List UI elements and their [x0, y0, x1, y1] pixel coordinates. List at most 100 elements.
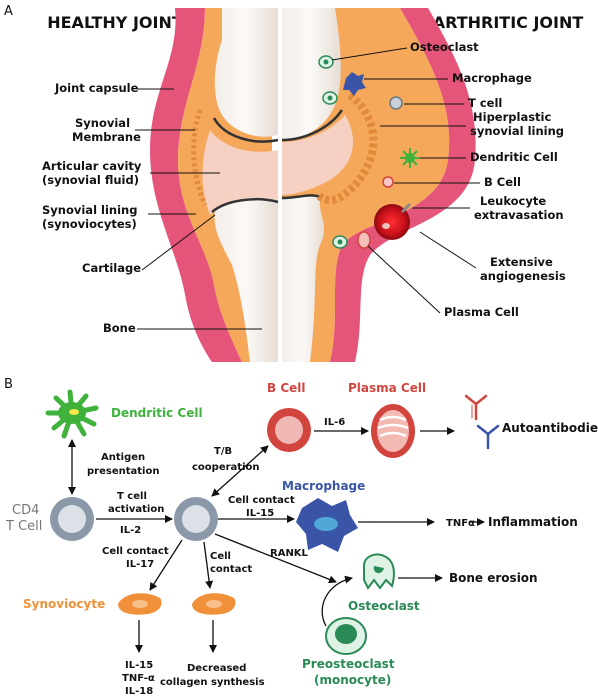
- dendritic-cell-icon: [45, 389, 99, 439]
- label-plasma-cell-b: Plasma Cell: [348, 381, 426, 395]
- plasma-cell-small: [357, 231, 371, 249]
- label-articular-cavity-2: (synovial fluid): [42, 173, 139, 187]
- synoviocyte-icon-a: [118, 593, 162, 615]
- label-preosteoclast-2: (monocyte): [314, 673, 391, 687]
- label-preosteoclast-1: Preosteoclast: [302, 657, 395, 671]
- leader-angiogenesis: [419, 231, 477, 269]
- label-activation-2: activation: [108, 504, 164, 515]
- label-macrophage: Macrophage: [452, 71, 532, 85]
- label-macrophage-b: Macrophage: [282, 479, 365, 493]
- cartilage-upper-left: [212, 117, 279, 143]
- arthritic-joint-title: ARTHRITIC JOINT: [433, 13, 584, 32]
- lower-bone-left: [214, 197, 278, 362]
- label-hyperplastic-1: Hiperplastic: [473, 110, 551, 124]
- osteoclast-cell-a: [318, 55, 334, 69]
- antibody-icon-blue: [476, 424, 500, 450]
- leader-osteoclast: [331, 47, 408, 61]
- t-cell-small: [389, 96, 403, 110]
- label-bone: Bone: [103, 321, 136, 335]
- leukocyte-small: [400, 202, 412, 214]
- label-antigen-2: presentation: [87, 466, 159, 477]
- osteoclast-cell-b: [322, 91, 338, 105]
- b-cell-small: [382, 176, 394, 188]
- label-contact-il15-2: IL-15: [246, 508, 274, 519]
- dendritic-cell-small: [400, 148, 420, 168]
- label-articular-cavity-1: Articular cavity: [42, 159, 142, 173]
- right-labels: Osteoclast Macrophage T cell Hiperplasti…: [331, 40, 566, 319]
- label-synovial-membrane-1: Synovial: [75, 116, 130, 130]
- label-synoviocyte: Synoviocyte: [23, 597, 105, 611]
- macrophage-cell: [343, 72, 366, 96]
- label-synovial-lining-1: Synovial lining: [42, 203, 137, 217]
- label-tb-2: cooperation: [192, 462, 260, 473]
- label-autoantibodies: Autoantibodies: [502, 421, 598, 435]
- panel-a-letter: A: [4, 4, 13, 19]
- leader-plasma-cell: [367, 245, 441, 314]
- label-dendritic-cell: Dendritic Cell: [470, 150, 558, 164]
- blood-vessel: [374, 204, 410, 240]
- label-osteoclast: Osteoclast: [410, 40, 479, 54]
- label-cartilage: Cartilage: [82, 261, 141, 275]
- rbc: [382, 223, 390, 229]
- label-decreased-2: collagen synthesis: [160, 677, 265, 688]
- healthy-joint-illustration: [150, 8, 279, 362]
- label-angiogenesis-1: Extensive: [490, 255, 553, 269]
- cartilage-upper-right: [281, 109, 344, 142]
- synovial-lining-left: [191, 109, 208, 206]
- articular-cavity-left: [202, 130, 278, 215]
- label-contact-il15-1: Cell contact: [228, 495, 295, 506]
- label-joint-capsule: Joint capsule: [54, 81, 139, 95]
- label-inflammation: Inflammation: [488, 515, 578, 529]
- label-b-cell-b: B Cell: [267, 381, 306, 395]
- label-hyperplastic-2: synovial lining: [470, 124, 564, 138]
- label-antigen-1: Antigen: [101, 452, 145, 463]
- preosteoclast-icon: [325, 617, 367, 655]
- synoviocyte-icon-b: [192, 593, 236, 615]
- label-contact-il17-1: Cell contact: [102, 546, 169, 557]
- healthy-joint-title: HEALTHY JOINT: [47, 13, 183, 32]
- upper-bone-right: [282, 8, 341, 140]
- label-leukocyte-2: extravasation: [474, 208, 564, 222]
- cartilage-lower-left: [211, 198, 279, 213]
- cd4-t-cell-icon: [50, 497, 94, 541]
- arrow-rankl: [214, 533, 337, 584]
- label-cd4-2: T Cell: [5, 519, 42, 534]
- plasma-cell-icon: [371, 404, 415, 458]
- label-synovial-lining-2: (synoviocytes): [42, 217, 137, 231]
- label-contact-il17-2: IL-17: [126, 559, 154, 570]
- label-contact-2: contact: [210, 564, 252, 575]
- label-activation-1: T cell: [117, 491, 147, 502]
- macrophage-icon: [296, 498, 358, 552]
- label-synovial-membrane-2: Membrane: [72, 130, 141, 144]
- arthritic-joint-illustration: [281, 8, 476, 362]
- label-plasma-cell: Plasma Cell: [444, 305, 519, 319]
- label-il2: IL-2: [120, 525, 141, 536]
- arrow-differentiation: [321, 575, 353, 627]
- b-cell-icon: [267, 408, 311, 452]
- label-dendritic-cell-b: Dendritic Cell: [111, 406, 203, 420]
- label-il6: IL-6: [324, 417, 345, 428]
- label-t-cell: T cell: [468, 96, 502, 110]
- hyperplastic-lining: [315, 91, 378, 205]
- arrow-cell-contact-il17: [149, 539, 183, 591]
- activated-t-cell-icon: [174, 497, 218, 541]
- label-rankl: RANKL: [270, 548, 309, 559]
- label-cd4-1: CD4: [12, 503, 39, 518]
- label-bone-erosion: Bone erosion: [449, 571, 538, 585]
- left-labels: Joint capsule Synovial Membrane Articula…: [42, 81, 262, 335]
- upper-bone-left: [214, 8, 278, 137]
- label-tnfa: TNFα: [446, 518, 475, 529]
- label-decreased-1: Decreased: [187, 663, 246, 674]
- label-angiogenesis-2: angiogenesis: [480, 269, 566, 283]
- label-leukocyte-1: Leukocyte: [480, 194, 546, 208]
- lower-bone-right: [282, 195, 325, 362]
- joint-capsule-left: [150, 8, 242, 362]
- label-osteoclast-b: Osteoclast: [348, 599, 420, 613]
- label-out-tnfa: TNF-α: [122, 673, 155, 684]
- osteoclast-icon: [363, 553, 395, 590]
- label-out-il15: IL-15: [125, 660, 153, 671]
- label-out-il18: IL-18: [125, 686, 153, 697]
- leader-cartilage: [141, 214, 216, 271]
